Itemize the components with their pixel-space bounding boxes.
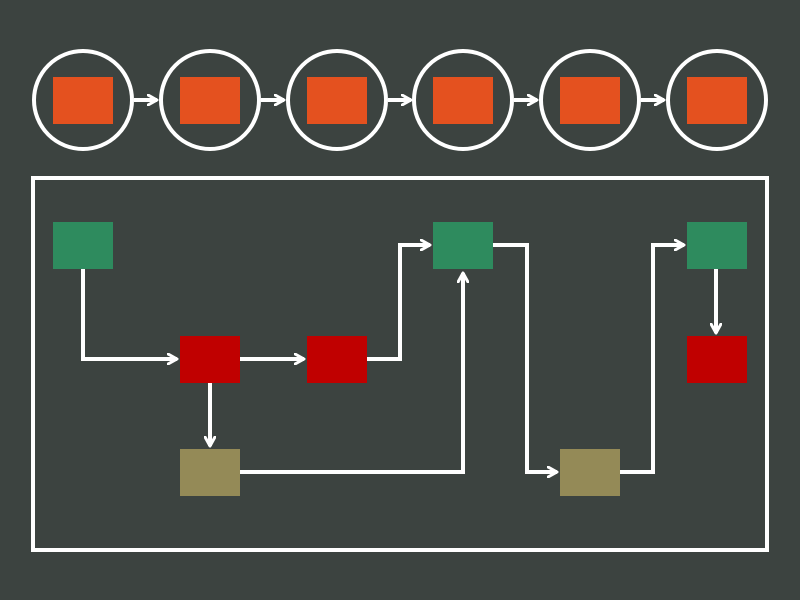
pipeline-stage-4	[412, 49, 514, 151]
node-green-3	[687, 222, 747, 269]
node-green-2	[433, 222, 493, 269]
stage-block	[433, 77, 493, 124]
pipeline-stage-6	[666, 49, 768, 151]
stage-circle	[412, 49, 514, 151]
stage-block	[687, 77, 747, 124]
stage-circle	[666, 49, 768, 151]
pipeline-stage-1	[32, 49, 134, 151]
node-olive-2	[560, 449, 620, 496]
pipeline-stage-5	[539, 49, 641, 151]
flowchart-frame	[31, 176, 769, 552]
edge-green1-to-red1	[81, 269, 177, 359]
edge-olive2-to-green3	[619, 245, 684, 474]
stage-circle	[539, 49, 641, 151]
stage-block	[53, 77, 113, 124]
stage-circle	[286, 49, 388, 151]
stage-block	[560, 77, 620, 124]
node-green-1	[53, 222, 113, 269]
node-red-2	[307, 336, 367, 383]
edge-red2-to-green2	[366, 245, 430, 361]
stage-block	[180, 77, 240, 124]
pipeline-stage-3	[286, 49, 388, 151]
node-olive-1	[180, 449, 240, 496]
edge-green2-to-olive2	[493, 243, 557, 472]
pipeline-stage-2	[159, 49, 261, 151]
node-red-3	[687, 336, 747, 383]
edge-olive1-to-green2	[239, 273, 463, 474]
flowchart	[31, 176, 769, 552]
stage-circle	[159, 49, 261, 151]
stage-circle	[32, 49, 134, 151]
node-red-1	[180, 336, 240, 383]
stage-block	[307, 77, 367, 124]
pipeline	[32, 49, 768, 151]
